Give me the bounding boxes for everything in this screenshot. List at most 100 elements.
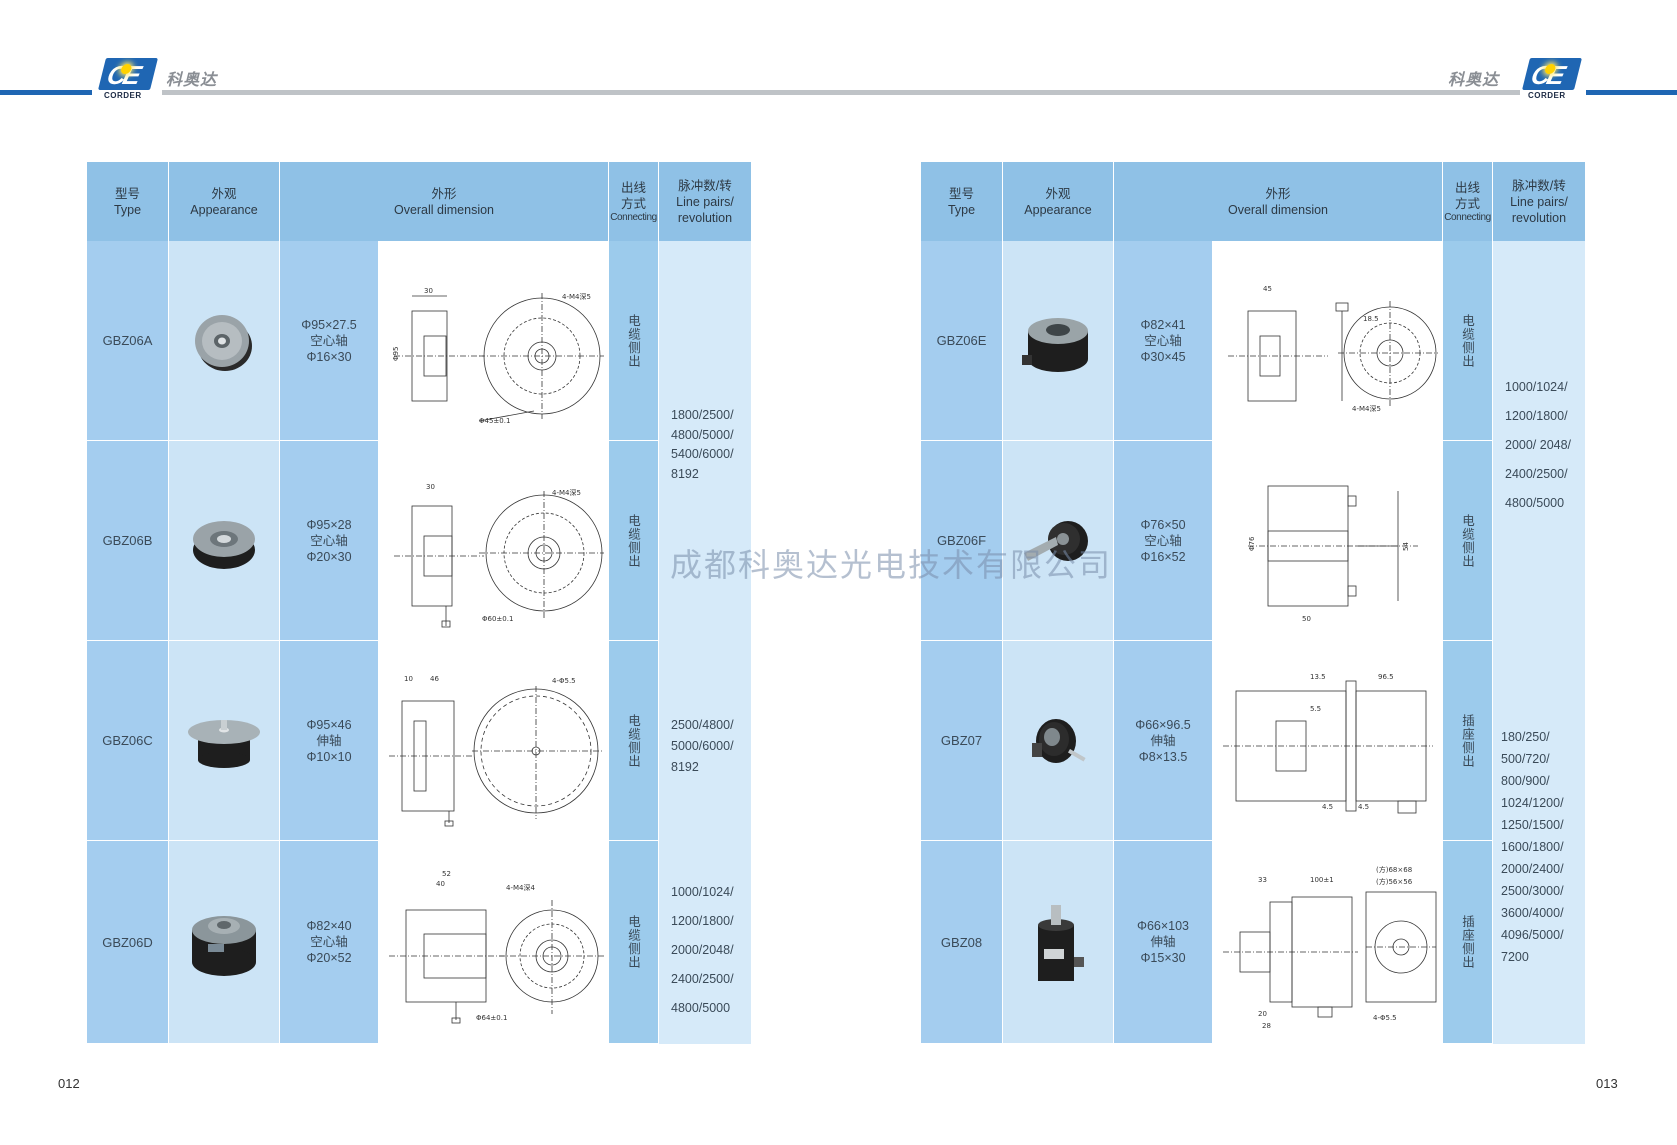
svg-text:18.5: 18.5	[1363, 315, 1379, 323]
line-pairs-group: 1000/1024/1200/1800/2000/2048/2400/2500/…	[671, 885, 734, 1015]
svg-text:33: 33	[1258, 876, 1267, 884]
appearance-cell	[169, 641, 280, 841]
connection-cell: 电缆侧出	[1443, 441, 1493, 641]
encoder-photo	[193, 520, 255, 569]
encoder-photo	[1022, 317, 1088, 372]
appearance-cell	[1003, 241, 1114, 441]
dimension-drawing: 52 40 4-M4深4 Φ64±0.1	[379, 841, 609, 1044]
dimension-drawing: 30 4-M4深5 Φ60±0.1	[379, 441, 609, 641]
drawing-svg: 10 46 4-Φ5.5	[388, 675, 604, 826]
appearance-cell	[169, 841, 280, 1044]
dimension-drawing: 13.5 96.5 5.5 4.5 4.5	[1213, 641, 1443, 841]
svg-text:4-Φ5.5: 4-Φ5.5	[552, 677, 576, 685]
dimension-drawing: 45 18.5 4-M4深5	[1213, 241, 1443, 441]
watermark: 成都科奥达光电技术有限公司	[670, 546, 1113, 584]
type-cell: GBZ08	[921, 841, 1003, 1044]
line-pairs-group: 1800/2500/4800/5000/5400/6000/8192	[671, 408, 734, 481]
type-cell: GBZ06A	[87, 241, 169, 441]
drawing-svg: 52 40 4-M4深4 Φ64±0.1	[388, 870, 604, 1024]
drawing-svg: 30 4-M4深5 Φ45±0.1 Φ95	[392, 287, 604, 425]
page-number-right: 013	[1596, 1076, 1618, 1091]
drawing-svg: 30 4-M4深5 Φ60±0.1	[393, 483, 604, 627]
svg-text:4-M4深4: 4-M4深4	[506, 883, 535, 892]
appearance-cell	[1003, 641, 1114, 841]
header-bar-gray	[162, 90, 1520, 95]
dimension-drawing: 33 100±1 (方)68×68 (方)56×56 20 28 4-Φ5.5	[1213, 841, 1443, 1044]
svg-text:Φ45±0.1: Φ45±0.1	[479, 417, 510, 425]
drawing-svg: 33 100±1 (方)68×68 (方)56×56 20 28 4-Φ5.5	[1222, 865, 1436, 1030]
svg-text:4-M4深5: 4-M4深5	[552, 488, 581, 497]
svg-text:28: 28	[1262, 1022, 1271, 1030]
connection-cell: 插座侧出	[1443, 841, 1493, 1044]
svg-text:52: 52	[442, 870, 451, 878]
svg-text:13.5: 13.5	[1310, 673, 1326, 681]
page-number-left: 012	[58, 1076, 80, 1091]
svg-text:4.5: 4.5	[1322, 803, 1333, 811]
svg-text:4.5: 4.5	[1358, 803, 1369, 811]
brand-name-right: 科奥达	[1448, 72, 1500, 89]
type-cell: GBZ06B	[87, 441, 169, 641]
svg-text:5.5: 5.5	[1310, 705, 1321, 713]
brand-logo-left: CE CORDER	[98, 58, 158, 102]
svg-text:30: 30	[424, 287, 433, 295]
connection-cell: 电缆侧出	[1443, 241, 1493, 441]
type-cell: GBZ06E	[921, 241, 1003, 441]
dimension-drawing: 10 46 4-Φ5.5	[379, 641, 609, 841]
line-pairs-group: 2500/4800/5000/6000/8192	[671, 718, 734, 774]
svg-text:96.5: 96.5	[1378, 673, 1394, 681]
type-cell: GBZ06C	[87, 641, 169, 841]
drawing-svg: 50 54 Φ76	[1247, 485, 1418, 623]
appearance-cell	[169, 241, 280, 441]
svg-text:4-M4深5: 4-M4深5	[562, 292, 591, 301]
appearance-cell	[1003, 841, 1114, 1044]
encoder-photo	[188, 719, 260, 768]
encoder-photo	[195, 314, 252, 371]
dimension-drawing: 30 4-M4深5 Φ45±0.1 Φ95	[379, 241, 609, 441]
svg-text:30: 30	[426, 483, 435, 491]
svg-text:4-M4深5: 4-M4深5	[1352, 404, 1381, 413]
connection-cell: 电缆侧出	[609, 641, 659, 841]
header-bar-right-blue	[1586, 90, 1677, 95]
svg-text:(方)56×56: (方)56×56	[1376, 877, 1413, 886]
line-pairs-column	[659, 241, 751, 1044]
type-cell: GBZ06D	[87, 841, 169, 1044]
line-pairs-group: 180/250/500/720/800/900/1024/1200/1250/1…	[1501, 730, 1564, 964]
svg-text:4-Φ5.5: 4-Φ5.5	[1373, 1014, 1397, 1022]
encoder-photo	[1024, 520, 1088, 561]
dimension-drawing: 50 54 Φ76	[1213, 441, 1443, 641]
svg-text:(方)68×68: (方)68×68	[1376, 865, 1412, 874]
encoder-photo	[1032, 718, 1086, 763]
svg-text:40: 40	[436, 880, 445, 888]
svg-text:45: 45	[1263, 285, 1272, 293]
type-cell: GBZ07	[921, 641, 1003, 841]
encoder-photo	[1038, 905, 1084, 981]
line-pairs-group: 1000/1024/1200/1800/2000/ 2048/2400/2500…	[1505, 380, 1572, 510]
connection-cell: 插座侧出	[1443, 641, 1493, 841]
svg-text:Φ95: Φ95	[392, 346, 400, 360]
connection-cell: 电缆侧出	[609, 241, 659, 441]
